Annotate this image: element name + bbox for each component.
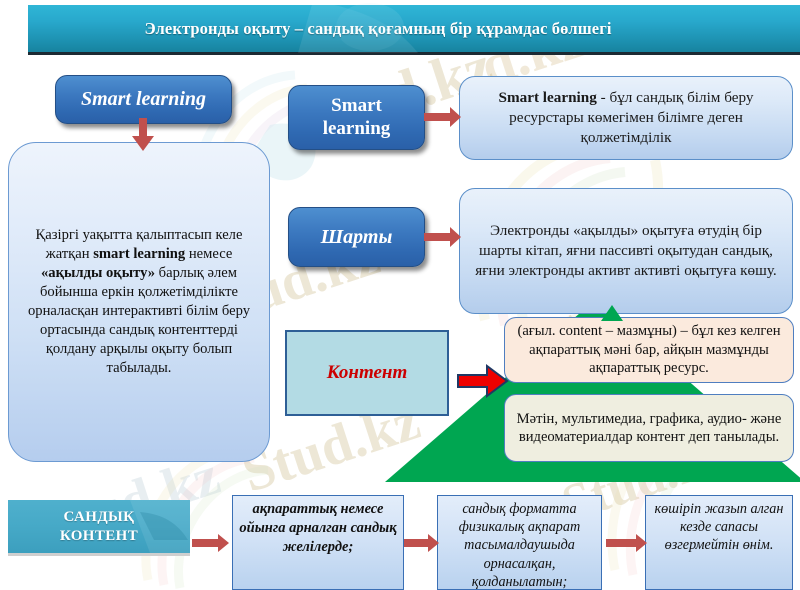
panel-smart-learning-description: Smart learning - бұл сандық білім беру р… (459, 76, 793, 160)
page-title: Электронды оқыту – сандық қоғамның бір қ… (144, 18, 612, 38)
banner-decor-shape (130, 500, 190, 553)
chip-smart-learning-row[interactable]: Smart learning (288, 85, 425, 150)
block-arrow-right-icon (457, 364, 509, 398)
panel-smart-learning-definition-text: Қазіргі уақытта қалыптасып келе жатқан s… (21, 226, 257, 378)
panel-sharty-description: Электронды «ақылды» оқытуға өтудің бір ш… (459, 188, 793, 314)
banner-sandyq-kontent-label: САНДЫҚ КОНТЕНТ (59, 509, 139, 544)
panel-content-definition: (ағыл. content – мазмұны) – бұл кез келг… (504, 317, 794, 383)
panel-smart-learning-definition: Қазіргі уақытта қалыптасып келе жатқан s… (8, 142, 270, 462)
chip-sharty[interactable]: Шарты (288, 207, 425, 267)
definition-bold-1: smart learning (93, 246, 186, 263)
content-def-text: (ағыл. content – мазмұны) – бұл кез келг… (517, 323, 781, 377)
chip-smart-learning-main[interactable]: Smart learning (55, 75, 232, 124)
bottom-box-1: ақпараттық немесе ойынга арналган сандық… (232, 495, 404, 590)
bottom-box-3: көшіріп жазып алган кезде сапасы өзгерме… (645, 495, 793, 590)
arrow-right-icon (606, 534, 648, 552)
chip-sharty-label: Шарты (320, 225, 393, 248)
arrow-right-icon (192, 534, 230, 552)
arrow-down-icon (130, 118, 156, 152)
chip-smart-learning-row-label: Smart learning (322, 95, 391, 139)
definition-pre: Қазіргі уақытта қалыптасып келе жатқан (35, 227, 243, 263)
arrow-right-icon (404, 534, 440, 552)
definition-bold-2: «ақылды оқыту» (40, 265, 156, 282)
definition-post: барлық әлем бойынша еркін қолжетімділікт… (27, 265, 251, 376)
content-types-text: Мәтін, мультимедиа, графика, аудио- және… (516, 410, 782, 445)
chip-smart-learning-main-label: Smart learning (80, 88, 207, 110)
sharty-def-text: Электронды «ақылды» оқытуға өтудің бір ш… (475, 222, 777, 279)
chip-kontent-label: Контент (326, 362, 408, 383)
bottom-box-3-text: көшіріп жазып алган кезде сапасы өзгерме… (654, 501, 784, 554)
chip-kontent[interactable]: Контент (285, 330, 449, 416)
arrow-right-icon (424, 226, 462, 248)
definition-mid: немесе (185, 246, 233, 263)
arrow-up-icon (600, 305, 624, 323)
slide-title-bar: Электронды оқыту – сандық қоғамның бір қ… (28, 1, 800, 55)
panel-content-types: Мәтін, мультимедиа, графика, аудио- және… (504, 394, 794, 462)
bottom-box-1-text: ақпараттық немесе ойынга арналган сандық… (239, 501, 397, 556)
title-decor-shape (298, 1, 418, 53)
banner-sandyq-kontent: САНДЫҚ КОНТЕНТ (8, 500, 190, 556)
bottom-box-2: сандық форматта физикалық ақпарат тасыма… (437, 495, 602, 590)
bottom-box-2-text: сандық форматта физикалық ақпарат тасыма… (458, 501, 581, 590)
arrow-right-icon (424, 106, 462, 128)
smart-learning-def-rest: - бұл сандық білім беру ресурстары көмег… (509, 89, 754, 146)
smart-learning-def-bold: Smart learning (498, 89, 597, 107)
